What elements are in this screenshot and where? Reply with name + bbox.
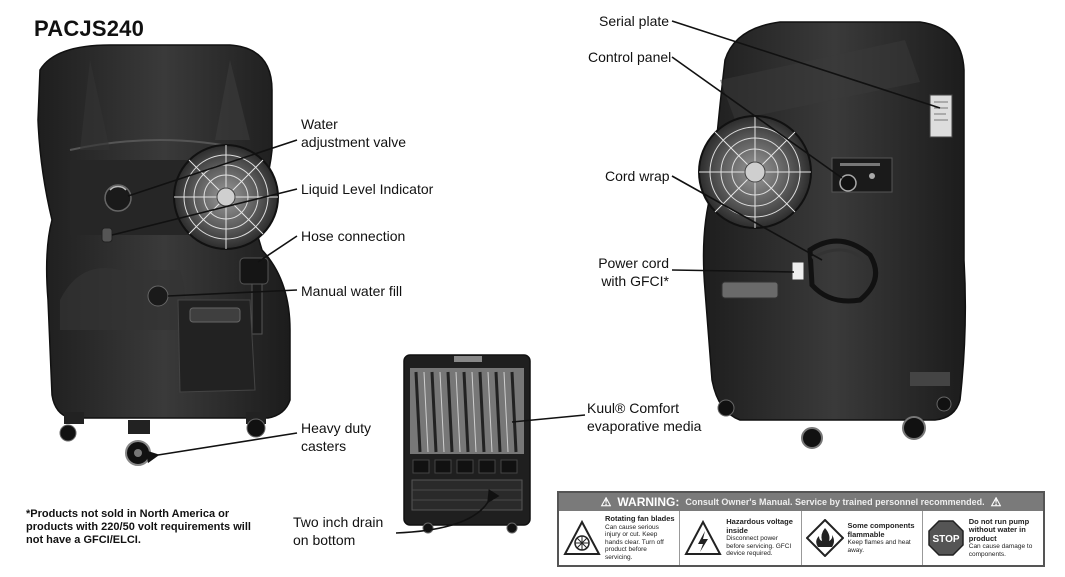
leader-casters	[145, 432, 298, 464]
warning-heading: WARNING:	[617, 495, 680, 509]
warning-panel-pump: STOP Do not run pump without water in pr…	[923, 511, 1043, 565]
leader-manual-fill	[167, 289, 298, 297]
water-valve-knob	[104, 184, 132, 212]
gfci-plug	[791, 261, 805, 281]
leader-drain	[395, 489, 500, 534]
leader-kuul-media	[511, 414, 586, 423]
label-manual-fill: Manual water fill	[301, 283, 403, 299]
leader-serial-plate	[671, 20, 941, 109]
label-power-cord: Power cord with GFCI*	[598, 255, 669, 289]
label-hose-connection: Hose connection	[301, 228, 406, 244]
rear-unit-illustration	[698, 21, 967, 449]
hose-connection	[239, 257, 269, 285]
leader-water-valve	[127, 139, 298, 197]
label-kuul-media: Kuul® Comfort evaporative media	[587, 400, 702, 434]
label-drain: Two inch drain on bottom	[293, 514, 384, 548]
gfci-footnote: *Products not sold in North America or p…	[26, 508, 251, 546]
rear-casters	[717, 396, 952, 449]
media-unit-illustration	[403, 354, 531, 534]
warning-header: ⚠ WARNING: Consult Owner's Manual. Servi…	[559, 493, 1043, 511]
serial-plate	[929, 94, 953, 138]
front-casters	[59, 412, 266, 466]
fan-blade-icon	[563, 519, 601, 555]
front-water-pan	[177, 299, 256, 393]
stop-sign-icon: STOP	[928, 520, 964, 556]
warning-triangle-icon: ⚠	[990, 495, 1002, 509]
leader-power-cord	[671, 269, 795, 273]
leader-hose	[257, 235, 298, 263]
cord-wrap	[807, 238, 879, 304]
leader-liquid-level	[111, 188, 298, 236]
label-liquid-level: Liquid Level Indicator	[301, 181, 434, 197]
svg-text:STOP: STOP	[932, 534, 959, 545]
leader-control-panel	[671, 56, 843, 179]
label-serial-plate: Serial plate	[599, 13, 670, 29]
label-control-panel: Control panel	[588, 49, 672, 65]
label-casters: Heavy duty casters	[301, 420, 372, 454]
label-water-valve: Water adjustment valve	[301, 116, 407, 150]
page-title: PACJS240	[34, 16, 145, 41]
flammable-icon	[805, 519, 844, 557]
warning-placard: ⚠ WARNING: Consult Owner's Manual. Servi…	[557, 491, 1045, 567]
front-unit-illustration	[37, 44, 291, 466]
warning-subheading: Consult Owner's Manual. Service by train…	[685, 497, 985, 507]
liquid-level-indicator	[101, 227, 113, 243]
high-voltage-icon	[684, 519, 722, 555]
leader-lines	[111, 20, 941, 534]
warning-triangle-icon: ⚠	[600, 495, 612, 509]
label-cord-wrap: Cord wrap	[605, 168, 670, 184]
leader-cord-wrap	[671, 175, 823, 261]
manual-fill-cap	[147, 285, 169, 307]
